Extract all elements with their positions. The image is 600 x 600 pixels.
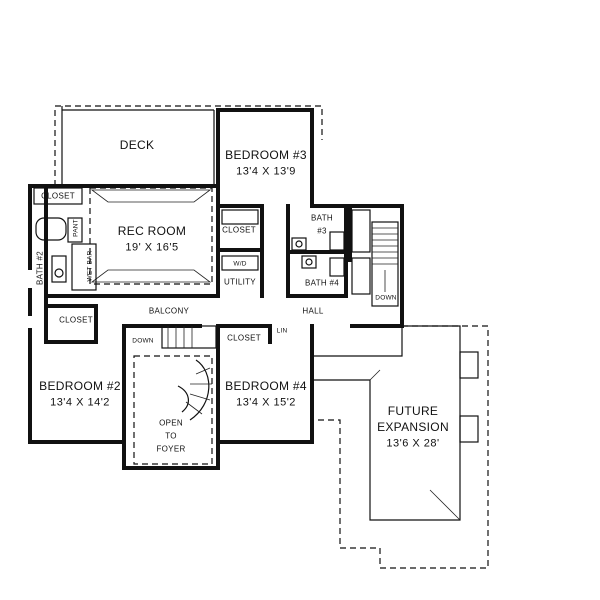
balcony-label: BALCONY bbox=[148, 306, 190, 316]
fixtures bbox=[33, 187, 371, 295]
bedroom2-label: BEDROOM #2 bbox=[39, 379, 121, 394]
linen-closet-label: LIN bbox=[276, 327, 288, 335]
open-to-foyer-outline bbox=[133, 355, 213, 465]
closet-left-label: CLOSET bbox=[59, 315, 93, 325]
rec-room-dimensions: 19' X 16'5 bbox=[125, 241, 179, 254]
bath4-label: BATH #4 bbox=[305, 278, 339, 288]
future-expansion-line2: EXPANSION bbox=[377, 420, 449, 435]
stairs-right bbox=[371, 221, 399, 307]
open-to-foyer-line1: OPEN bbox=[159, 418, 183, 428]
utility-label: UTILITY bbox=[224, 277, 256, 287]
bath2-label: BATH #2 bbox=[35, 251, 45, 285]
rec-room-label: REC ROOM bbox=[117, 224, 187, 239]
pantry-label: PANT bbox=[72, 219, 80, 237]
future-expansion-line1: FUTURE bbox=[387, 404, 439, 419]
rec-room-tray-ceiling bbox=[89, 187, 213, 285]
closet-mid-label: CLOSET bbox=[222, 225, 256, 235]
bath3-label-line2: #3 bbox=[317, 226, 327, 236]
wet-bar-label: WET BAR bbox=[86, 250, 94, 282]
closet-stair-label: CLOSET bbox=[227, 333, 261, 343]
bedroom4-label: BEDROOM #4 bbox=[225, 379, 307, 394]
hall-label: HALL bbox=[302, 306, 324, 316]
stairs-left bbox=[161, 325, 217, 421]
bath3-label-line1: BATH bbox=[311, 213, 333, 223]
stair-down-left-label: DOWN bbox=[132, 337, 154, 345]
bedroom3-label: BEDROOM #3 bbox=[225, 148, 307, 163]
bedroom4-dimensions: 13'4 X 15'2 bbox=[236, 396, 296, 409]
exterior-walls bbox=[28, 108, 404, 470]
future-expansion-outline bbox=[312, 325, 489, 569]
open-to-foyer-line3: FOYER bbox=[156, 444, 186, 454]
interior-walls bbox=[44, 184, 404, 470]
bedroom2-dimensions: 13'4 X 14'2 bbox=[50, 396, 110, 409]
washer-dryer-label: W/D bbox=[233, 260, 247, 268]
bedroom3-dimensions: 13'4 X 13'9 bbox=[236, 165, 296, 178]
stair-down-right-label: DOWN bbox=[375, 294, 397, 302]
closet-top-label: CLOSET bbox=[41, 191, 75, 201]
future-expansion-dimensions: 13'6 X 28' bbox=[386, 437, 440, 450]
open-to-foyer-line2: TO bbox=[165, 431, 177, 441]
deck-label: DECK bbox=[119, 138, 155, 153]
deck-outline bbox=[54, 105, 323, 186]
